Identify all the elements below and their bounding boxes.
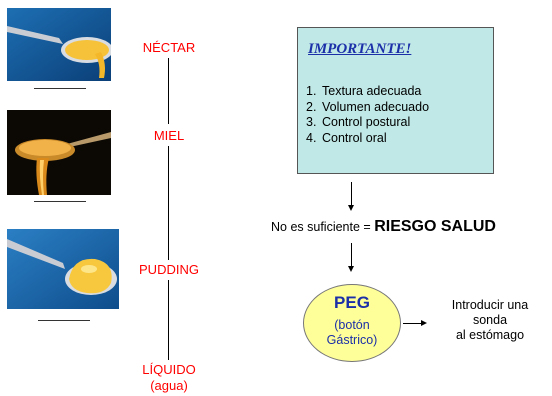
- arrow-right-head: [421, 320, 427, 326]
- arrow-down-head: [348, 266, 354, 272]
- arrow-down: [351, 243, 352, 267]
- risk-emphasis: RIESGO SALUD: [374, 218, 496, 235]
- consistency-label-pudding: PUDDING: [139, 262, 199, 277]
- important-title: IMPORTANTE!: [308, 41, 412, 57]
- list-item: 4.Control oral: [306, 130, 387, 145]
- consistency-label-liquido: LÍQUIDO: [142, 362, 196, 377]
- arrow-down: [351, 182, 352, 206]
- arrow-right: [403, 323, 422, 324]
- consistency-label-miel: MIEL: [153, 128, 185, 143]
- scale-line: [168, 280, 169, 360]
- scale-line: [168, 146, 169, 260]
- arrow-down-head: [348, 205, 354, 211]
- consistency-label-nectar: NÉCTAR: [142, 40, 196, 55]
- risk-statement: No es suficiente = RIESGO SALUD: [271, 218, 496, 236]
- peg-node: PEG (botón Gástrico): [303, 284, 401, 362]
- important-list: 1.Textura adecuada 2.Volumen adecuado 3.…: [306, 84, 429, 146]
- spoon-honey-photo: [7, 110, 111, 195]
- list-item: 1.Textura adecuada: [306, 84, 422, 98]
- peg-title: PEG: [334, 293, 370, 312]
- photo-underline: [34, 201, 86, 202]
- risk-prefix: No es suficiente =: [271, 220, 375, 234]
- scale-line: [168, 58, 169, 124]
- list-item: 2.Volumen adecuado: [306, 99, 430, 114]
- consistency-label-liquido-note: (agua): [150, 378, 188, 393]
- spoon-nectar-photo: [7, 8, 111, 81]
- spoon-pudding-photo: [7, 229, 119, 309]
- important-box: IMPORTANTE! 1.Textura adecuada 2.Volumen…: [297, 27, 494, 174]
- peg-subtitle: (botón Gástrico): [326, 318, 378, 347]
- list-item: 3.Control postural: [306, 115, 411, 129]
- advice-text: Introducir una sonda al estómago: [451, 298, 529, 342]
- photo-underline: [34, 88, 86, 89]
- photo-underline: [38, 320, 90, 321]
